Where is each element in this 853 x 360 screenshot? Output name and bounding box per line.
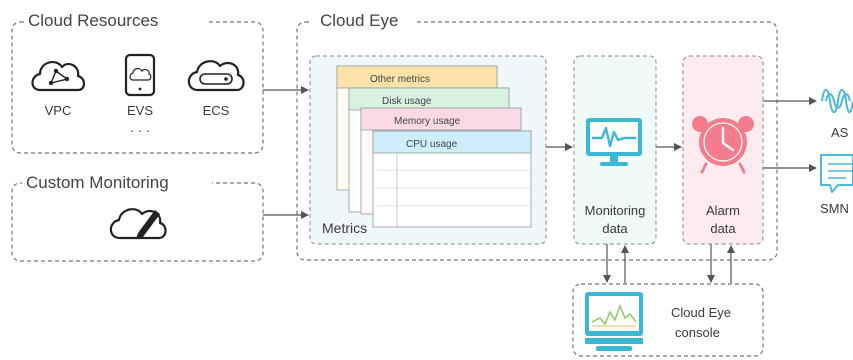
smn-label: SMN: [820, 201, 849, 216]
cloud-eye-box: [296, 21, 778, 261]
cloud-resources-box: [11, 21, 264, 154]
vpc-cloud-icon: [31, 61, 86, 92]
resources-ellipsis: · · ·: [130, 123, 150, 138]
custom-monitoring-box: [11, 182, 264, 262]
custom-monitoring-edit-icon: [109, 208, 167, 240]
cloud-eye-title-mask: [312, 9, 416, 31]
sheet-disk-usage-label: Disk usage: [382, 96, 432, 107]
console-label-line2: console: [675, 325, 720, 340]
as-label: AS: [831, 125, 849, 140]
console-box: [572, 283, 764, 357]
cloud-eye-group: Cloud Eye Metrics Other metrics Disk usa…: [296, 9, 778, 261]
alarm-data-label-line1: Alarm: [706, 203, 740, 218]
cloud-resources-title-mask: [24, 9, 208, 31]
cloud-eye-title: Cloud Eye: [320, 11, 398, 30]
cloud-resources-title: Cloud Resources: [28, 11, 158, 30]
monitor-chart-icon: [586, 118, 642, 166]
monitoring-data-label-line2: data: [602, 221, 628, 236]
console-label-line1: Cloud Eye: [671, 305, 731, 320]
vpc-label: VPC: [45, 103, 72, 118]
ecs-label: ECS: [203, 103, 230, 118]
sheet-cpu-usage: CPU usage: [372, 130, 532, 228]
ecs-server-icon: [187, 60, 245, 92]
custom-monitoring-title: Custom Monitoring: [26, 173, 169, 192]
custom-monitoring-title-mask: [22, 171, 212, 193]
evs-label: EVS: [127, 103, 153, 118]
console-monitor-icon: [585, 292, 643, 351]
monitoring-data-label-line1: Monitoring: [585, 203, 646, 218]
alarm-data-label-line2: data: [710, 221, 736, 236]
flow-arrows: [263, 86, 817, 283]
sheet-memory-usage-label: Memory usage: [394, 116, 461, 127]
sheet-cpu-usage-label: CPU usage: [406, 139, 458, 150]
alarm-clock-icon: [692, 116, 754, 174]
cloud-resources-group: Cloud Resources VPC EVS · · · ECS: [11, 9, 264, 154]
sheet-other-metrics-label: Other metrics: [370, 74, 430, 85]
metrics-label: Metrics: [322, 220, 367, 236]
smn-message-icon: [820, 154, 853, 193]
evs-disk-icon: [124, 53, 156, 97]
cloud-eye-console-group: Cloud Eye console: [572, 283, 764, 357]
custom-monitoring-group: Custom Monitoring: [11, 171, 264, 262]
as-autoscaling-icon: [821, 88, 853, 114]
